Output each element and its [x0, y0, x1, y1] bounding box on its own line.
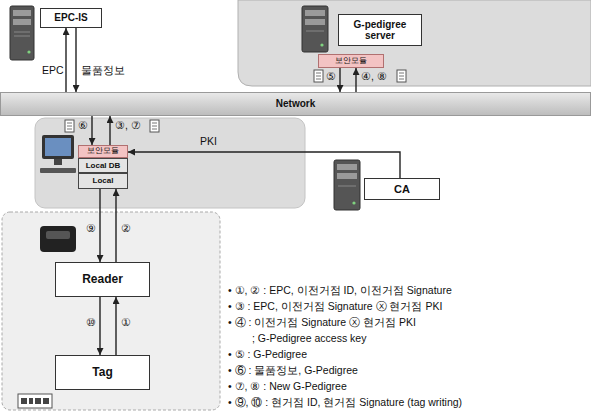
document-icon [314, 70, 323, 82]
arrow-connector [99, 189, 100, 262]
note-text: ; G-Pedigree access key [252, 332, 366, 345]
tag-box: Tag [55, 355, 150, 390]
rfid-tag [18, 394, 52, 408]
edge-label: ⑩ [86, 316, 96, 329]
node-text: Reader [82, 273, 123, 287]
arrow-connector [115, 297, 116, 355]
reader-box: Reader [55, 262, 150, 297]
arrow-connector [355, 68, 356, 92]
node-text: Network [276, 98, 315, 110]
note-text: • ④ : 이전거점 Signature ⓧ 현거점 PKI [228, 316, 416, 329]
server-region [238, 0, 591, 86]
edge-label: 물품정보 [81, 64, 125, 77]
security-module: 보안모듈 [78, 145, 128, 158]
note-text: • ①, ② : EPC, 이전거점 ID, 이전거점 Signature [228, 284, 452, 297]
node-text: 보안모듈 [87, 147, 119, 156]
edge-label: ⑨ [86, 222, 96, 235]
database-box: Local DB [78, 158, 128, 173]
document-icon [150, 120, 159, 132]
edge-label: ⑥ [78, 119, 88, 132]
server-icon [302, 6, 328, 52]
network-band: Network [0, 92, 591, 116]
edge-label: PKI [200, 135, 217, 148]
local-region [35, 118, 305, 208]
edge-label: ⑤ [326, 70, 336, 83]
local-box: Local [78, 173, 128, 189]
note-text: • ⑤ : G-Pedigree [228, 348, 307, 361]
node-text: Local DB [86, 161, 121, 170]
node-text: EPC-IS [54, 12, 87, 24]
server-label: G-pedigree server [338, 14, 422, 46]
arrow-connector [75, 28, 76, 92]
edge-label: ④, ⑧ [361, 70, 387, 83]
arrow-connector [91, 116, 92, 145]
arrow-connector [128, 152, 400, 178]
node-text: Tag [92, 366, 112, 380]
edge-label: EPC [42, 64, 64, 77]
arrow-connector [109, 116, 110, 145]
device-region [2, 212, 220, 410]
node-text: G-pedigree server [343, 19, 417, 42]
arrow-connector [65, 28, 66, 92]
arrow-connector [339, 68, 340, 92]
security-module: 보안모듈 [318, 54, 384, 68]
reader-device [40, 226, 76, 252]
node-text: 보안모듈 [335, 56, 367, 65]
node-text: Local [93, 176, 114, 185]
note-text: • ③ : EPC, 이전거점 Signature ⓧ 현거점 PKI [228, 300, 442, 313]
arrow-connector [115, 189, 116, 262]
note-text: • ⑥ : 물품정보, G-Pedigree [228, 364, 358, 377]
server-label: EPC-IS [40, 8, 102, 28]
edge-label: ③, ⑦ [115, 119, 141, 132]
computer-icon [40, 135, 76, 173]
note-text: • ⑦, ⑧ : New G-Pedigree [228, 380, 347, 393]
server-icon [10, 6, 34, 60]
node-text: CA [394, 183, 410, 196]
note-text: • ⑨, ⑩ : 현거점 ID, 현거점 Signature (tag writ… [228, 396, 462, 409]
document-icon [65, 120, 74, 132]
edge-label: ① [121, 316, 131, 329]
server-icon [334, 160, 360, 210]
ca-label: CA [364, 178, 440, 200]
edge-label: ② [121, 222, 131, 235]
arrow-connector [99, 297, 100, 355]
document-icon [397, 70, 406, 82]
